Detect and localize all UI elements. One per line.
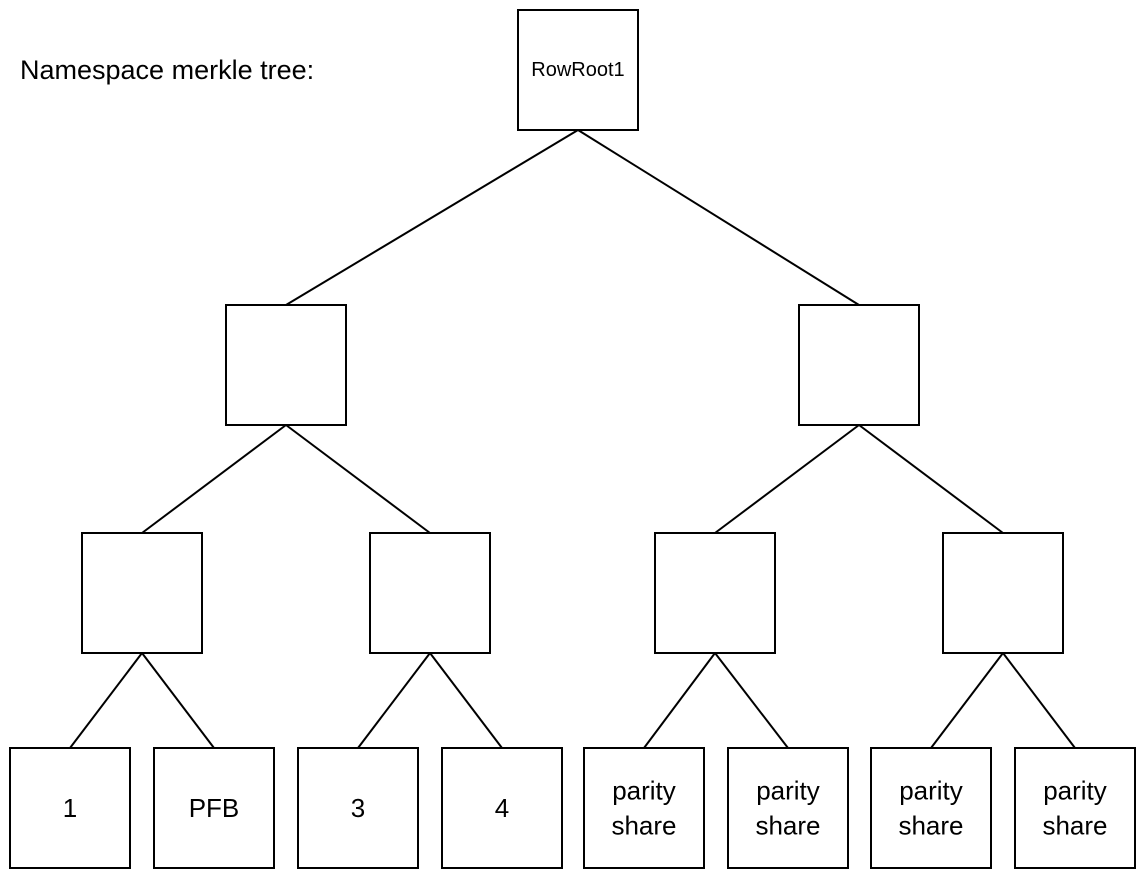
tree-node-l2-b	[369, 532, 491, 654]
tree-node-leaf-parity-4: parity share	[1014, 747, 1136, 869]
node-label: parity	[612, 776, 676, 806]
tree-node-root: RowRoot1	[517, 9, 639, 131]
edge-l1-left-to-l2-a	[141, 424, 287, 534]
node-label: parity	[899, 776, 963, 806]
tree-node-leaf-parity-1: parity share	[583, 747, 705, 869]
node-box	[942, 532, 1064, 654]
node-box	[517, 9, 639, 131]
tree-node-leaf-parity-2: parity share	[727, 747, 849, 869]
node-box	[583, 747, 705, 869]
node-box	[369, 532, 491, 654]
tree-node-l1-right	[798, 304, 920, 426]
edge-l2-d-to-leaf-parity-4	[1002, 652, 1076, 749]
node-label: parity	[1043, 776, 1107, 806]
edge-l2-c-to-leaf-parity-2	[714, 652, 789, 749]
tree-node-leaf-3: 3	[297, 747, 419, 869]
node-box	[654, 532, 776, 654]
node-box	[225, 304, 347, 426]
node-box	[153, 747, 275, 869]
edges-layer	[69, 129, 1076, 749]
node-label: share	[898, 811, 963, 841]
node-label: 1	[63, 793, 77, 823]
tree-node-l2-c	[654, 532, 776, 654]
edge-root-to-l1-left	[285, 129, 579, 306]
node-label: parity	[756, 776, 820, 806]
node-label: 4	[495, 793, 509, 823]
node-label: PFB	[189, 793, 240, 823]
node-label: share	[755, 811, 820, 841]
node-label: RowRoot1	[531, 59, 624, 81]
node-box	[81, 532, 203, 654]
node-box	[1014, 747, 1136, 869]
tree-node-l1-left	[225, 304, 347, 426]
tree-node-leaf-1: 1	[9, 747, 131, 869]
edge-l2-d-to-leaf-parity-3	[930, 652, 1004, 749]
tree-node-leaf-4: 4	[441, 747, 563, 869]
node-box	[297, 747, 419, 869]
edge-l1-left-to-l2-b	[285, 424, 431, 534]
edge-l2-a-to-leaf-1	[69, 652, 143, 749]
diagram-caption: Namespace merkle tree:	[20, 55, 315, 85]
node-box	[870, 747, 992, 869]
edge-l2-b-to-leaf-4	[429, 652, 503, 749]
edge-l2-c-to-leaf-parity-1	[643, 652, 716, 749]
tree-node-leaf-parity-3: parity share	[870, 747, 992, 869]
node-box	[441, 747, 563, 869]
node-label: share	[1042, 811, 1107, 841]
node-box	[9, 747, 131, 869]
edge-l1-right-to-l2-c	[714, 424, 860, 534]
tree-node-l2-d	[942, 532, 1064, 654]
edge-root-to-l1-right	[577, 129, 860, 306]
edge-l1-right-to-l2-d	[858, 424, 1004, 534]
edge-l2-a-to-leaf-pfb	[141, 652, 215, 749]
node-box	[727, 747, 849, 869]
edge-l2-b-to-leaf-3	[357, 652, 431, 749]
tree-node-leaf-pfb: PFB	[153, 747, 275, 869]
node-label: 3	[351, 793, 365, 823]
node-label: share	[611, 811, 676, 841]
tree-node-l2-a	[81, 532, 203, 654]
node-box	[798, 304, 920, 426]
